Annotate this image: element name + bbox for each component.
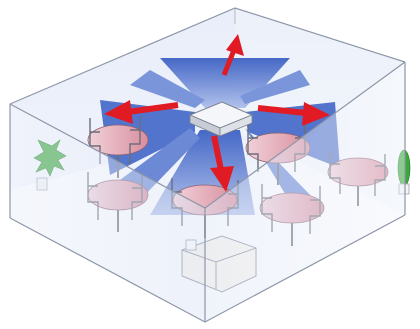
- front-wall-left: [10, 104, 205, 322]
- arrow-up-icon: [221, 34, 244, 76]
- arrow-down-icon: [210, 135, 234, 192]
- airflow-diag-back-right: [240, 70, 310, 104]
- table-left-back: [87, 116, 149, 178]
- arrow-right-icon: [257, 102, 330, 126]
- front-wall-right: [205, 62, 405, 322]
- room-outline: [9, 7, 406, 323]
- airflow-diag-back-left: [130, 70, 205, 108]
- airflow-fan-back: [160, 58, 290, 108]
- arrow-left-icon: [104, 100, 179, 124]
- airflow-arrows: [104, 34, 330, 192]
- ceiling-cassette-unit: [188, 101, 254, 137]
